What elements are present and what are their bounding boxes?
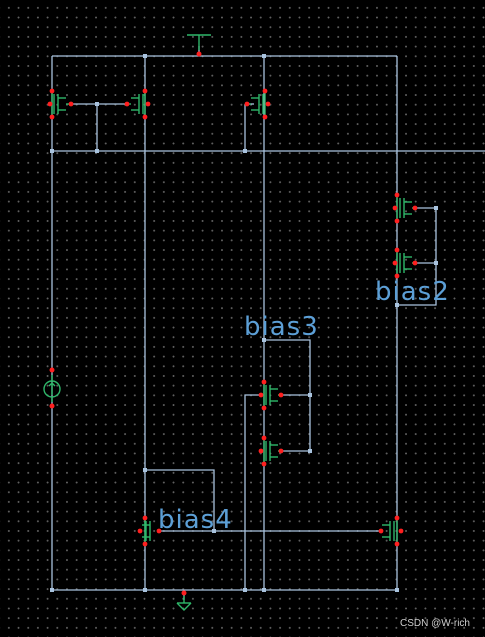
wire-bias2-loop bbox=[397, 207, 437, 306]
mosfet-m1[interactable] bbox=[47, 88, 74, 120]
mosfet-m2[interactable] bbox=[124, 88, 151, 120]
net-label-bias3: bias3 bbox=[244, 312, 319, 342]
junction bbox=[143, 468, 147, 472]
junction bbox=[95, 102, 99, 106]
junction bbox=[243, 588, 247, 592]
junctions bbox=[50, 54, 438, 592]
mosfet-m3[interactable] bbox=[244, 88, 271, 120]
junction bbox=[395, 588, 399, 592]
wire-bias4-box bbox=[145, 469, 215, 531]
junction bbox=[50, 149, 54, 153]
current-source-symbol[interactable] bbox=[43, 367, 61, 409]
watermark-text: CSDN @W-rich bbox=[400, 618, 470, 629]
junction bbox=[395, 303, 399, 307]
junction bbox=[243, 149, 247, 153]
net-label-bias4: bias4 bbox=[158, 505, 233, 535]
junction bbox=[212, 529, 216, 533]
wire-bias3-branch bbox=[244, 394, 264, 590]
mosfet-bias2-lower[interactable] bbox=[392, 247, 418, 279]
junction bbox=[434, 206, 438, 210]
junction bbox=[143, 588, 147, 592]
vdd-symbol[interactable] bbox=[187, 34, 211, 57]
junction bbox=[95, 149, 99, 153]
junction bbox=[262, 588, 266, 592]
net-label-bias2: bias2 bbox=[375, 277, 450, 307]
junction bbox=[308, 449, 312, 453]
junction bbox=[262, 338, 266, 342]
wires bbox=[51, 46, 485, 600]
junction bbox=[50, 588, 54, 592]
mosfet-bias4-right[interactable] bbox=[378, 515, 404, 547]
junction bbox=[143, 54, 147, 58]
ground-symbol[interactable] bbox=[176, 590, 192, 611]
mosfet-bias3-upper[interactable] bbox=[258, 379, 284, 411]
mosfet-bias2-upper[interactable] bbox=[392, 192, 418, 224]
mosfet-bias4-left[interactable] bbox=[137, 515, 162, 547]
mosfet-bias3-lower[interactable] bbox=[258, 435, 284, 467]
junction bbox=[262, 54, 266, 58]
junction bbox=[434, 261, 438, 265]
junction bbox=[308, 393, 312, 397]
